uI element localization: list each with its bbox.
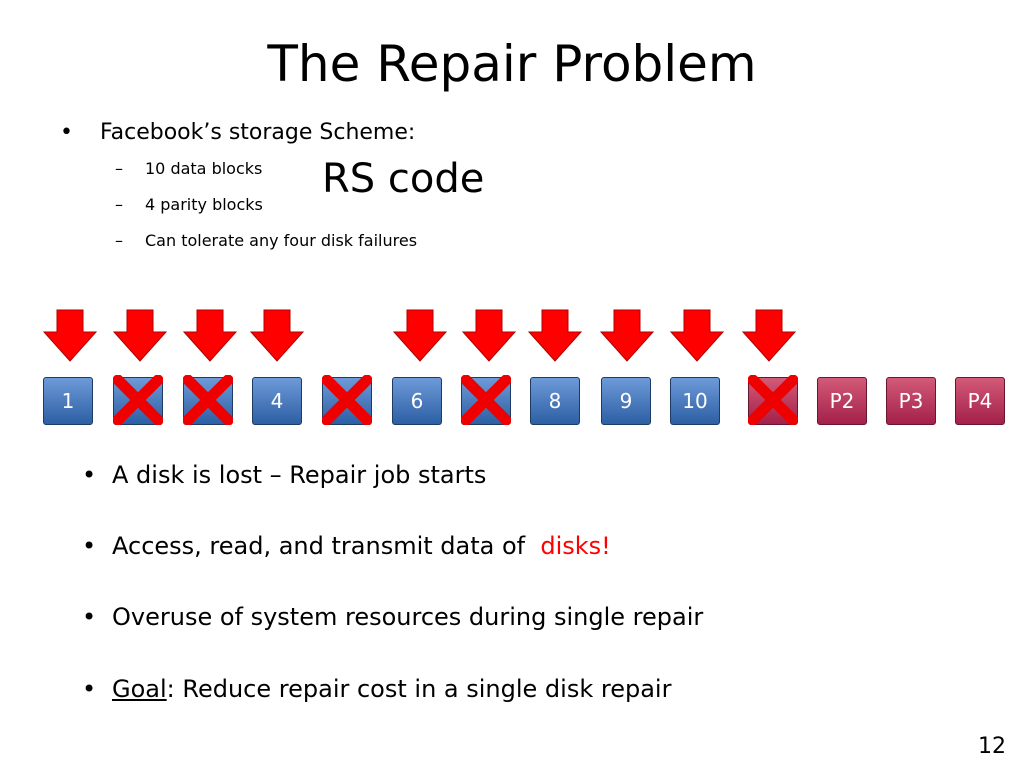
failure-x-icon [461,375,511,425]
goal-label: Goal [112,675,167,703]
highlight-disks: disks! [540,532,611,560]
sub-bullet-text: 4 parity blocks [145,195,263,214]
down-arrow-icon [461,309,517,362]
sub-bullet-text: 10 data blocks [145,159,263,178]
data-block: 6 [392,377,442,425]
parity-block: P4 [955,377,1005,425]
data-block: 8 [530,377,580,425]
failure-x-icon [748,375,798,425]
data-block: 9 [601,377,651,425]
parity-block: P3 [886,377,936,425]
down-arrow-icon [599,309,655,362]
failure-x-icon [183,375,233,425]
down-arrow-icon [669,309,725,362]
failure-x-icon [322,375,372,425]
rs-code-label: RS code [322,156,485,202]
bullet-text: Facebook’s storage Scheme: [100,120,416,145]
bullet-text: Access, read, and transmit data of disks… [112,530,611,562]
sub-bullet-dash: – [115,231,123,250]
down-arrow-icon [249,309,305,362]
bullet-dot: • [60,120,73,145]
data-block: 4 [252,377,302,425]
down-arrow-icon [527,309,583,362]
goal-text: : Reduce repair cost in a single disk re… [166,675,672,703]
bullet-text: A disk is lost – Repair job starts [112,461,487,489]
failure-x-icon [113,375,163,425]
bullet-text: Goal: Reduce repair cost in a single dis… [112,673,671,705]
bullet-dot: • [82,675,97,703]
bullet-dot: • [82,603,97,631]
bullet-dot: • [82,532,97,560]
bullet-dot: • [82,461,97,489]
data-block: 1 [43,377,93,425]
sub-bullet-text: Can tolerate any four disk failures [145,231,418,250]
sub-bullet-dash: – [115,159,123,178]
down-arrow-icon [741,309,797,362]
parity-block: P2 [817,377,867,425]
down-arrow-icon [392,309,448,362]
data-block: 10 [670,377,720,425]
down-arrow-icon [182,309,238,362]
bullet-text: Overuse of system resources during singl… [112,603,704,631]
bullet-text-prefix: Access, read, and transmit data of [112,532,526,560]
down-arrow-icon [42,309,98,362]
page-number: 12 [978,734,1006,759]
slide-title: The Repair Problem [267,35,757,93]
down-arrow-icon [112,309,168,362]
sub-bullet-dash: – [115,195,123,214]
